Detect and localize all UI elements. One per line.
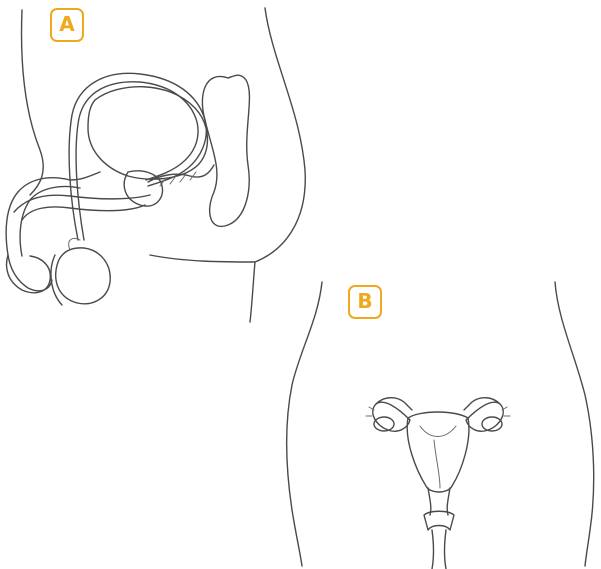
panel-b-fallopian-tubes (366, 398, 510, 432)
panel-b-uterus (407, 412, 469, 492)
panel-b-label: B (348, 285, 382, 319)
panel-b-ovaries (374, 417, 502, 431)
panel-a-label: A (50, 8, 84, 42)
panel-b-cervix-vagina (424, 488, 454, 569)
panel-b-body-outline (287, 282, 594, 566)
